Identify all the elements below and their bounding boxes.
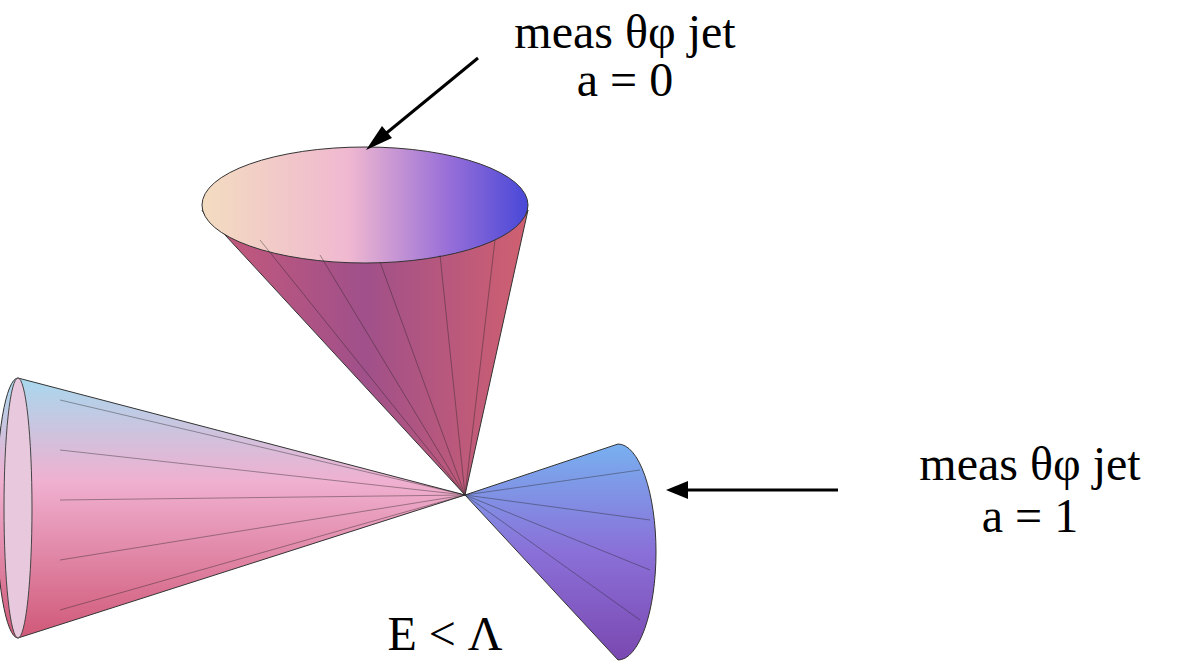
jet-label: a = 0: [577, 54, 673, 107]
jet-label: a = 1: [982, 490, 1078, 543]
energy-condition: E < Λ: [387, 608, 502, 661]
jet-label: meas θφ jet: [919, 438, 1140, 491]
jet-label: meas θφ jet: [514, 6, 735, 59]
